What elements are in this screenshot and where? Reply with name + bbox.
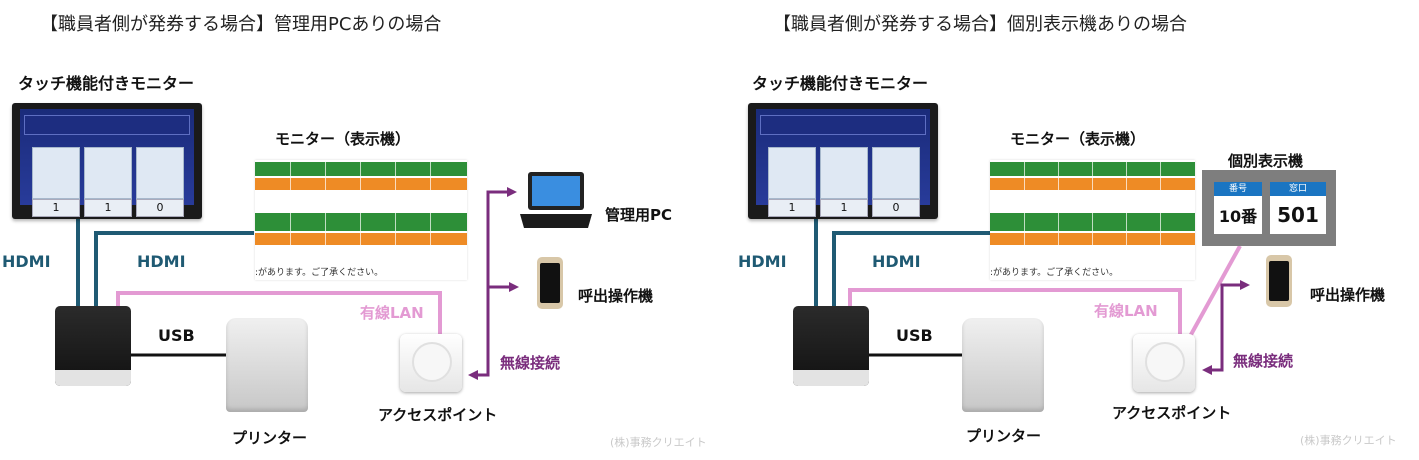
- left-wireless-line: [476, 190, 508, 377]
- right-watermark: (株)事務クリエイト: [1300, 434, 1397, 447]
- left-hdmi-label-2: HDMI: [137, 252, 186, 271]
- left-ap-label: アクセスポイント: [378, 406, 498, 424]
- right-printer-icon: [962, 318, 1044, 412]
- left-usb-label: USB: [158, 326, 195, 345]
- right-monitor-count-2: 1: [820, 199, 868, 217]
- right-individual-val-1: 10番: [1218, 207, 1258, 226]
- left-display-footer: :があります。ご了承ください。: [255, 268, 384, 278]
- left-monitor-label: タッチ機能付きモニター: [18, 74, 195, 93]
- right-title: 【職員者側が発券する場合】個別表示機ありの場合: [773, 14, 1187, 35]
- right-touch-monitor-icon: 1 1 0: [748, 103, 938, 219]
- left-access-point-icon: [400, 334, 462, 392]
- left-printer-icon: [226, 318, 308, 412]
- right-monitor-label: タッチ機能付きモニター: [752, 74, 929, 93]
- right-individual-val-2: 501: [1277, 203, 1319, 227]
- right-cables: [814, 218, 1250, 375]
- left-display-label: モニター（表示機）: [275, 130, 411, 148]
- right-individual-head-2: 窓口: [1270, 182, 1326, 196]
- right-printer-label: プリンター: [966, 427, 1042, 445]
- right-lan-cable-individual: [1186, 245, 1242, 341]
- left-mini-pc-icon: [55, 306, 131, 386]
- right-ap-label: アクセスポイント: [1112, 404, 1232, 422]
- right-access-point-icon: [1133, 334, 1195, 392]
- left-wired-lan-label: 有線LAN: [360, 304, 424, 322]
- right-smartphone-icon: [1266, 255, 1292, 307]
- left-title: 【職員者側が発券する場合】管理用PCありの場合: [40, 14, 442, 35]
- right-hdmi-cable-2: [832, 231, 992, 310]
- left-hdmi-cable-2: [94, 231, 254, 310]
- right-display-label: モニター（表示機）: [1010, 130, 1146, 148]
- left-watermark: (株)事務クリエイト: [610, 436, 707, 449]
- left-printer-label: プリンター: [232, 429, 308, 447]
- left-hdmi-label-1: HDMI: [2, 252, 51, 271]
- left-pc-label: 管理用PC: [605, 206, 673, 224]
- right-wired-lan-label: 有線LAN: [1094, 302, 1158, 320]
- right-individual-display-icon: 番号 10番 窓口 501: [1202, 170, 1336, 246]
- right-display-board-icon: :があります。ご了承ください。: [990, 160, 1195, 280]
- left-cables: [76, 187, 519, 380]
- left-lan-cable: [116, 291, 442, 340]
- right-monitor-count-3: 0: [872, 199, 920, 217]
- right-wireless-label: 無線接続: [1233, 352, 1294, 370]
- right-monitor-count-1: 1: [768, 199, 816, 217]
- right-caller-label: 呼出操作機: [1310, 286, 1386, 304]
- right-usb-label: USB: [896, 326, 933, 345]
- right-wireless-line: [1210, 283, 1240, 372]
- left-touch-monitor-icon: 1 1 0: [12, 103, 202, 219]
- left-wireless-label: 無線接続: [500, 354, 561, 372]
- right-hdmi-label-1: HDMI: [738, 252, 787, 271]
- right-individual-head-1: 番号: [1214, 182, 1262, 196]
- right-mini-pc-icon: [793, 306, 869, 386]
- right-hdmi-label-2: HDMI: [872, 252, 921, 271]
- left-monitor-count-2: 1: [84, 199, 132, 217]
- left-display-board-icon: :があります。ご了承ください。: [255, 160, 467, 280]
- left-caller-label: 呼出操作機: [578, 287, 654, 305]
- left-laptop-icon: [520, 172, 592, 228]
- left-monitor-count-3: 0: [136, 199, 184, 217]
- right-display-footer: :があります。ご了承ください。: [990, 268, 1119, 278]
- left-smartphone-icon: [537, 257, 563, 309]
- right-individual-label: 個別表示機: [1228, 152, 1304, 170]
- left-monitor-count-1: 1: [32, 199, 80, 217]
- right-lan-cable: [848, 288, 1182, 340]
